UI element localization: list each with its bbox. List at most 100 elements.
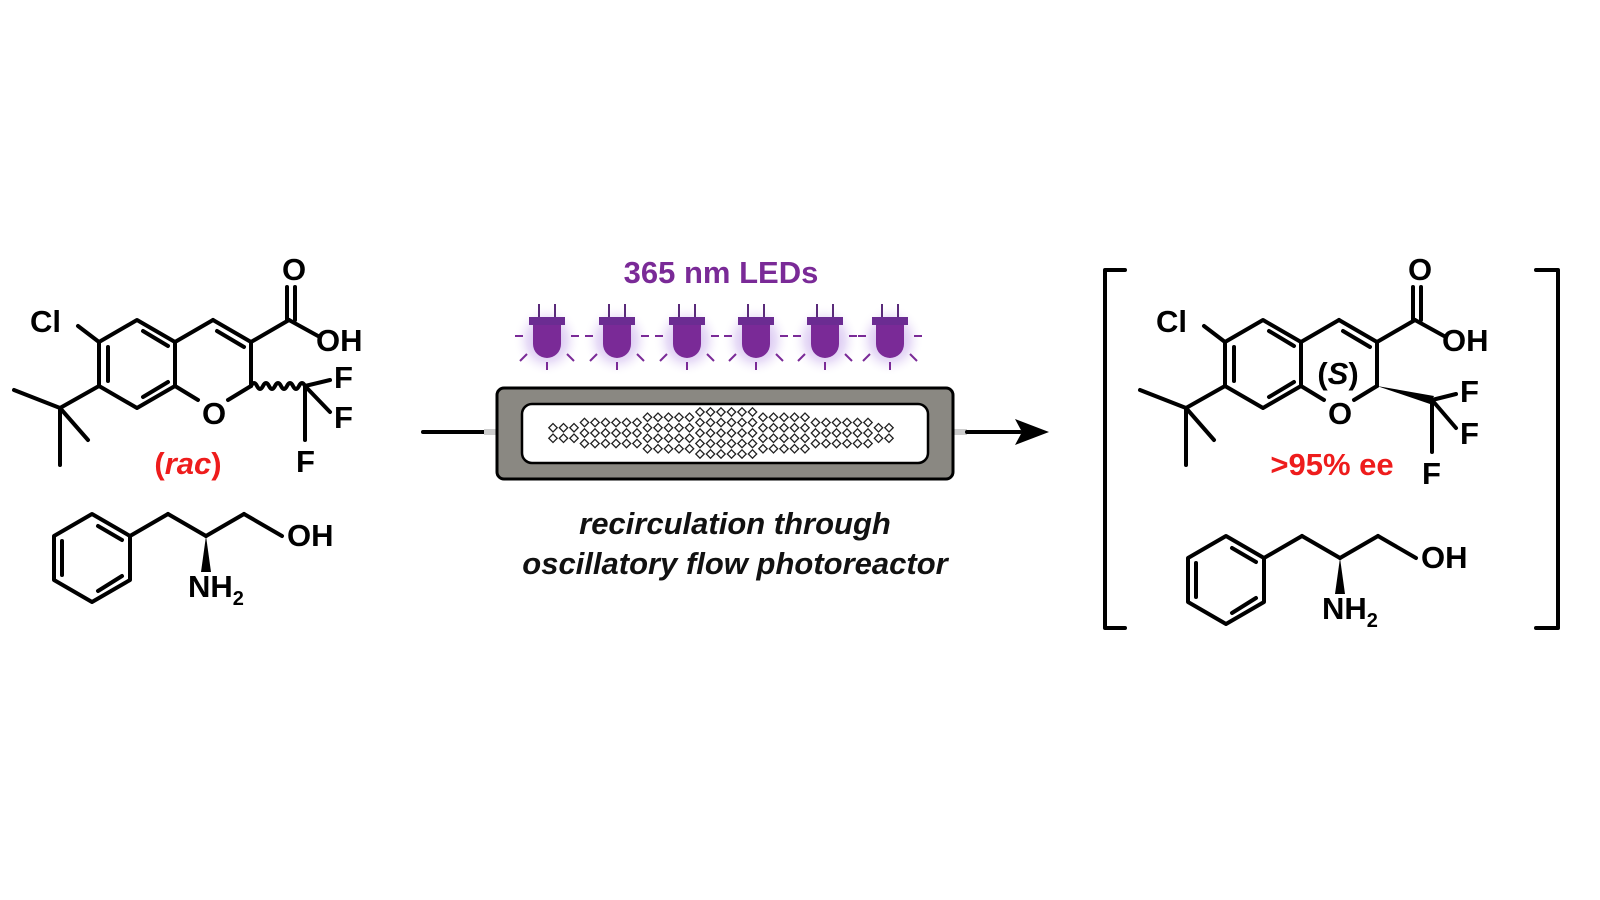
- amino-alcohol-left: OH NH2: [52, 512, 334, 610]
- arrow-head-icon: [1015, 419, 1049, 445]
- hydroxyl-label: OH: [1442, 323, 1489, 358]
- chlorine-label: Cl: [30, 304, 61, 339]
- baffle-diamond: [600, 438, 611, 449]
- baffle-diamond: [736, 438, 748, 449]
- baffle-diamond: [862, 438, 874, 449]
- baffle-diamond: [673, 412, 685, 423]
- baffle-diamond: [778, 422, 790, 433]
- baffle-diamond: [852, 427, 863, 439]
- baffle-diamond: [768, 433, 779, 444]
- baffle-diamond: [873, 433, 884, 444]
- baffle-diamond: [736, 417, 748, 428]
- enantiomeric-excess-label: >95% ee: [1270, 447, 1393, 482]
- baffle-diamond: [757, 412, 769, 423]
- caption-line-2: oscillatory flow photoreactor: [522, 546, 949, 581]
- baffle-diamond: [621, 417, 632, 428]
- racemic-label: (rac): [154, 446, 221, 481]
- baffle-diamond: [841, 427, 853, 439]
- baffle-diamond: [757, 433, 769, 444]
- led-icon: [721, 303, 791, 377]
- baffle-pattern: [547, 406, 895, 460]
- baffle-diamond: [705, 417, 716, 428]
- baffle-diamond: [547, 433, 559, 444]
- amine-label: NH2: [188, 569, 244, 610]
- left-bracket: [1103, 268, 1127, 630]
- baffle-diamond: [663, 443, 674, 454]
- baffle-diamond: [663, 412, 674, 423]
- baffle-diamond: [684, 433, 695, 444]
- baffle-diamond: [579, 417, 590, 428]
- baffle-diamond: [789, 412, 800, 423]
- fluorine-2-label: F: [334, 400, 353, 435]
- wedge-bond-icon: [1335, 558, 1345, 594]
- baffle-diamond: [663, 422, 674, 433]
- baffle-diamond: [673, 433, 685, 444]
- baffle-diamond: [736, 427, 748, 439]
- led-icon: [855, 303, 925, 377]
- baffle-diamond: [726, 417, 737, 428]
- baffle-diamond: [642, 412, 653, 423]
- baffle-diamond: [589, 427, 601, 439]
- baffle-diamond: [726, 427, 737, 439]
- baffle-diamond: [799, 443, 811, 454]
- wedge-bond-icon: [201, 536, 211, 572]
- baffle-diamond: [789, 433, 800, 444]
- baffle-diamond: [705, 406, 716, 418]
- baffle-diamond: [789, 443, 800, 454]
- baffle-diamond: [705, 438, 716, 449]
- baffle-diamond: [652, 443, 664, 454]
- right-bracket: [1534, 268, 1560, 630]
- baffle-diamond: [715, 427, 727, 439]
- baffle-diamond: [715, 417, 727, 428]
- baffle-diamond: [631, 427, 643, 439]
- hydroxyl-label: OH: [1421, 540, 1468, 575]
- baffle-diamond: [715, 406, 727, 418]
- baffle-diamond: [789, 422, 800, 433]
- hydroxyl-label: OH: [316, 323, 363, 358]
- baffle-diamond: [820, 438, 832, 449]
- baffle-diamond: [694, 406, 706, 418]
- baffle-diamond: [831, 427, 842, 439]
- baffle-diamond: [610, 438, 622, 449]
- baffle-diamond: [558, 422, 569, 433]
- reaction-conditions: 365 nm LEDs recirculation through oscill…: [421, 255, 1049, 581]
- baffle-diamond: [778, 412, 790, 423]
- baffle-diamond: [568, 422, 580, 433]
- fluorine-2-label: F: [1460, 416, 1479, 451]
- baffle-diamond: [778, 433, 790, 444]
- baffle-diamond: [568, 433, 580, 444]
- amino-alcohol-right: OH NH2: [1186, 534, 1468, 632]
- baffle-diamond: [810, 438, 821, 449]
- baffle-diamond: [820, 427, 832, 439]
- baffle-diamond: [852, 438, 863, 449]
- carbonyl-oxygen-label: O: [1408, 252, 1432, 287]
- wedge-bond-icon: [1377, 386, 1434, 404]
- baffle-diamond: [768, 412, 779, 423]
- baffle-diamond: [673, 422, 685, 433]
- baffle-diamond: [883, 422, 895, 433]
- baffle-diamond: [747, 406, 758, 418]
- baffle-diamond: [684, 412, 695, 423]
- baffle-diamond: [579, 427, 590, 439]
- baffle-diamond: [841, 438, 853, 449]
- baffle-diamond: [736, 448, 748, 460]
- baffle-diamond: [642, 422, 653, 433]
- ring-oxygen-label: O: [202, 396, 226, 431]
- baffle-diamond: [726, 406, 737, 418]
- baffle-diamond: [810, 417, 821, 428]
- baffle-diamond: [547, 422, 559, 433]
- baffle-diamond: [778, 443, 790, 454]
- baffle-diamond: [652, 412, 664, 423]
- baffle-diamond: [831, 417, 842, 428]
- led-icon: [790, 303, 860, 377]
- baffle-diamond: [642, 433, 653, 444]
- baffle-diamond: [726, 438, 737, 449]
- product-chromene: Cl O OH O F F F (S) >95% ee: [1138, 252, 1489, 491]
- baffle-diamond: [621, 438, 632, 449]
- baffle-diamond: [768, 422, 779, 433]
- baffle-diamond: [883, 433, 895, 444]
- baffle-diamond: [589, 417, 601, 428]
- baffle-diamond: [799, 433, 811, 444]
- baffle-diamond: [852, 417, 863, 428]
